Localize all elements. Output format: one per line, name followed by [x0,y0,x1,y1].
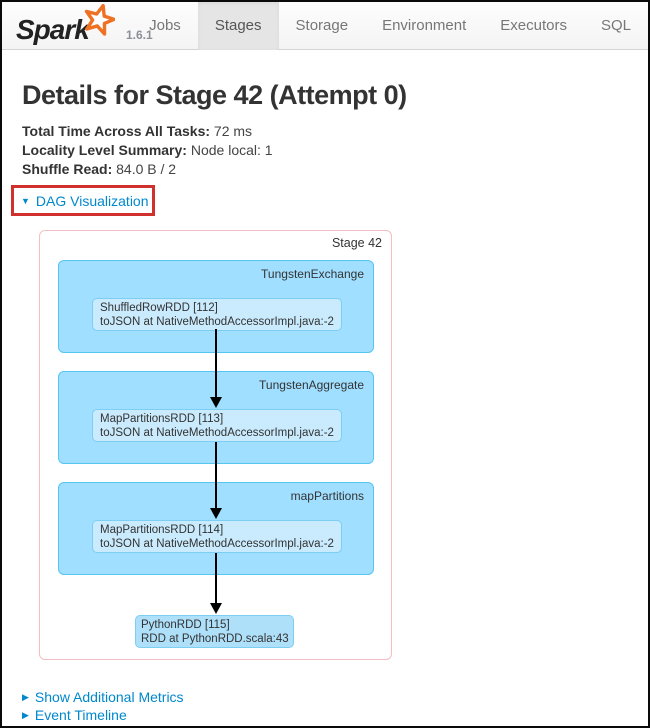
dag-visualization-toggle[interactable]: ▼ DAG Visualization [21,193,149,209]
dag-edge [215,553,217,604]
nav-tab-jobs[interactable]: Jobs [149,17,181,34]
caret-right-icon: ▶ [22,709,29,720]
rdd-node-mappartitionsrdd-113[interactable]: MapPartitionsRDD [113] toJSON at NativeM… [92,409,342,442]
metric-value: 84.0 B / 2 [116,161,177,177]
spark-logo-text: Spark [16,14,90,45]
dag-edge [215,442,217,509]
nav-tab-storage[interactable]: Storage [295,17,349,34]
spark-logo: Spark 1.6.1 [16,4,176,48]
arrowhead-icon [210,508,222,519]
rdd-callsite: toJSON at NativeMethodAccessorImpl.java:… [100,537,334,550]
spark-version: 1.6.1 [126,28,153,42]
metric-label: Total Time Across All Tasks: [22,123,211,139]
metric-locality-level: Locality Level Summary: Node local: 1 [22,141,273,160]
rdd-node-mappartitionsrdd-114[interactable]: MapPartitionsRDD [114] toJSON at NativeM… [92,520,342,553]
spark-star-icon [84,4,115,36]
page-title: Details for Stage 42 (Attempt 0) [22,80,407,110]
rdd-name: ShuffledRowRDD [112] [100,302,218,314]
rdd-node-shuffledrowrdd-112[interactable]: ShuffledRowRDD [112] toJSON at NativeMet… [92,298,342,331]
nav-tab-sql[interactable]: SQL [600,17,631,34]
operator-cluster-tungstenexchange: TungstenExchange ShuffledRowRDD [112] to… [58,260,374,353]
arrowhead-icon [210,397,222,408]
rdd-callsite: toJSON at NativeMethodAccessorImpl.java:… [100,426,334,439]
metric-value: 72 ms [213,123,253,139]
navbar: Spark 1.6.1 Jobs Stages Storage Environm… [2,2,648,50]
nav-tab-stages[interactable]: Stages [197,2,279,50]
stage-label: Stage 42 [331,236,382,250]
metric-total-time: Total Time Across All Tasks: 72 ms [22,122,273,141]
caret-right-icon: ▶ [22,691,29,702]
event-timeline-label: Event Timeline [34,707,127,723]
top-nav: Jobs Stages Storage Environment Executor… [132,2,648,50]
metric-label: Locality Level Summary: [22,142,187,158]
dag-edge [215,329,217,398]
stage-summary-metrics: Total Time Across All Tasks: 72 ms Local… [22,122,273,179]
metric-value: Node local: 1 [190,142,273,158]
rdd-node-pythonrdd-115[interactable]: PythonRDD [115] RDD at PythonRDD.scala:4… [135,615,294,648]
event-timeline-toggle[interactable]: ▶ Event Timeline [22,707,127,723]
show-additional-metrics-label: Show Additional Metrics [34,689,184,705]
dag-visualization-label: DAG Visualization [35,193,149,209]
operator-label: TungstenAggregate [259,378,364,392]
metric-shuffle-read: Shuffle Read: 84.0 B / 2 [22,160,273,179]
show-additional-metrics-toggle[interactable]: ▶ Show Additional Metrics [22,689,184,705]
dag-stage-box: Stage 42 TungstenExchange ShuffledRowRDD… [39,230,392,660]
rdd-name: MapPartitionsRDD [114] [100,524,224,536]
operator-label: mapPartitions [290,489,364,503]
rdd-name: PythonRDD [115] [141,619,230,631]
nav-tab-executors[interactable]: Executors [500,17,567,34]
rdd-name: MapPartitionsRDD [113] [100,413,224,425]
arrowhead-icon [210,603,222,614]
caret-down-icon: ▼ [21,195,30,206]
nav-tab-environment[interactable]: Environment [382,17,467,34]
rdd-callsite: toJSON at NativeMethodAccessorImpl.java:… [100,315,334,328]
metric-label: Shuffle Read: [22,161,113,177]
operator-label: TungstenExchange [261,267,364,281]
rdd-callsite: RDD at PythonRDD.scala:43 [141,632,289,645]
